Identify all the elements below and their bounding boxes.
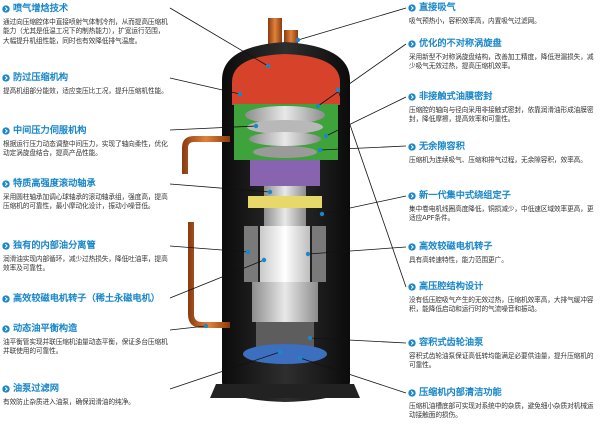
feature-desc: 采用新型不对称涡旋盘结构，改善加工精度，降低泄漏损失，减少吸气无效过热，提高压缩… — [409, 53, 594, 71]
blue-circle-arrow-icon — [2, 127, 10, 135]
feature-desc: 压缩机为连续吸气、压缩和排气过程，无余隙容积，效率高。 — [409, 156, 587, 164]
feature-title: 容积式齿轮油泵 — [419, 337, 484, 348]
feature-desc: 具有高转速特性，能力范围更广。 — [409, 256, 508, 264]
feature-title: 油泵过滤网 — [13, 383, 59, 394]
feature-desc: 压缩腔的轴向与径向采用非接触式密封，依靠润滑油形成油膜密封，降低摩擦，提高效率和… — [409, 106, 594, 124]
blue-circle-arrow-icon — [408, 192, 416, 200]
blue-circle-arrow-icon — [2, 385, 10, 393]
feature-rolling-bearing: 特质高强度滚动轴承 采用圆柱轴承加调心球轴承的滚动轴承组，强度高，提高压缩机的可… — [2, 178, 170, 212]
feature-spray-enthalpy: 喷气增焓技术 通过向压缩腔体中直接喷射气体制冷剂，从而提高压缩机能力（尤其是低温… — [2, 3, 170, 46]
feature-mid-pressure-servo: 中间压力伺服机构 根据运行压力动态调整中间压力，实现了轴向柔性，优化动定涡旋盘结… — [2, 125, 170, 159]
right-feature-column: 直接吸气 吸气预热小，容积效率高，内置吸气过滤网。 优化的不对称涡旋盘 采用新型… — [404, 0, 600, 429]
feature-oil-pump-filter: 油泵过滤网 有效防止杂质进入油泵，确保润滑油的纯净。 — [2, 383, 170, 407]
blue-circle-arrow-icon — [408, 143, 416, 151]
blue-circle-arrow-icon — [2, 74, 10, 82]
feature-desc: 润滑油实现内部循环，减少过热损失，降低吐油率，提高效率及可靠性。 — [3, 255, 168, 273]
feature-title: 中间压力伺服机构 — [13, 125, 87, 136]
feature-title: 高效较磁电机转子 — [419, 241, 493, 252]
feature-oil-balance: 动态油平衡构造 油平衡管实现并联压缩机油量动态平衡，保证多台压缩机并联使用的可靠… — [2, 323, 170, 357]
feature-desc: 容积式齿轮油泵保证高低转均能满足必要供油量，提升压缩机的可靠性。 — [409, 352, 594, 370]
compressor-illustration — [169, 7, 407, 402]
blue-circle-arrow-icon — [408, 4, 416, 12]
feature-asymmetric-scroll: 优化的不对称涡旋盘 采用新型不对称涡旋盘结构，改善加工精度，降低泄漏损失，减少吸… — [408, 38, 598, 72]
feature-efficient-rotor: 高效较磁电机转子 具有高转速特性，能力范围更广。 — [408, 241, 598, 265]
feature-internal-cleaning: 压缩机内部清洁功能 压缩机油槽底部可实现对系统中的杂质，避免细小杂质对机械运动接… — [408, 387, 598, 421]
feature-rare-earth-rotor: 高效较磁电机转子（稀土永磁电机） — [2, 293, 180, 305]
left-feature-column: 喷气增焓技术 通过向压缩腔体中直接喷射气体制冷剂，从而提高压缩机能力（尤其是低温… — [0, 0, 180, 429]
blue-circle-arrow-icon — [2, 295, 10, 303]
feature-title: 无余隙容积 — [419, 141, 465, 152]
feature-title: 防过压缩机构 — [13, 72, 69, 83]
blue-circle-arrow-icon — [408, 339, 416, 347]
blue-circle-arrow-icon — [408, 283, 416, 291]
feature-no-clearance-volume: 无余隙容积 压缩机为连续吸气、压缩和排气过程，无余隙容积，效率高。 — [408, 141, 598, 165]
feature-title: 高效较磁电机转子（稀土永磁电机） — [13, 293, 160, 304]
feature-title: 优化的不对称涡旋盘 — [419, 38, 502, 49]
feature-high-pressure-chamber: 高压腔结构设计 没有低压腔吸气产生的无效过热，压缩机效率高，大排气缓冲容积，能降… — [408, 281, 598, 315]
feature-desc: 有效防止杂质进入油泵，确保润滑油的纯净。 — [3, 398, 135, 406]
feature-title: 独有的内部油分离管 — [13, 240, 96, 251]
blue-circle-arrow-icon — [408, 93, 416, 101]
feature-oil-film-seal: 非接触式油膜密封 压缩腔的轴向与径向采用非接触式密封，依靠润滑油形成油膜密封，降… — [408, 91, 598, 125]
feature-desc: 根据运行压力动态调整中间压力，实现了轴向柔性，优化动定涡旋盘结合，提高产品性能。 — [3, 140, 168, 158]
feature-desc: 吸气预热小，容积效率高，内置吸气过滤网。 — [409, 17, 541, 25]
feature-desc: 集中卷电机线圈高度降低，铜损减少，中低速区域效率更高，更适应APF条件。 — [409, 205, 594, 223]
feature-title: 压缩机内部清洁功能 — [419, 387, 502, 398]
feature-oil-separator: 独有的内部油分离管 润滑油实现内部循环，减少过热损失，降低吐油率，提高效率及可靠… — [2, 240, 170, 274]
feature-direct-suction: 直接吸气 吸气预热小，容积效率高，内置吸气过滤网。 — [408, 2, 598, 26]
blue-circle-arrow-icon — [408, 243, 416, 251]
feature-desc: 没有低压腔吸气产生的无效过热，压缩机效率高，大排气缓冲容积，能降低启动和运行时的… — [409, 296, 594, 314]
feature-desc: 油平衡管实现并联压缩机油量动态平衡，保证多台压缩机并联使用的可靠性。 — [3, 338, 168, 356]
feature-title: 喷气增焓技术 — [13, 3, 69, 14]
blue-circle-arrow-icon — [408, 40, 416, 48]
feature-title: 特质高强度滚动轴承 — [13, 178, 96, 189]
feature-anti-overcompression: 防过压缩机构 提高机组部分能效，适应变压比工况，提升压缩机性能。 — [2, 72, 170, 96]
blue-circle-arrow-icon — [2, 242, 10, 250]
blue-circle-arrow-icon — [2, 180, 10, 188]
feature-title: 非接触式油膜密封 — [419, 91, 493, 102]
blue-circle-arrow-icon — [2, 5, 10, 13]
feature-desc: 采用圆柱轴承加调心球轴承的滚动轴承组，强度高，提高压缩机的可靠性，最小摩动化设计… — [3, 193, 168, 211]
feature-desc: 压缩机油槽底部可实现对系统中的杂质，避免细小杂质对机械运动接触面的损伤。 — [409, 402, 594, 420]
feature-concentrated-winding: 新一代集中式绕组定子 集中卷电机线圈高度降低，铜损减少，中低速区域效率更高，更适… — [408, 190, 598, 224]
blue-circle-arrow-icon — [2, 325, 10, 333]
feature-title: 动态油平衡构造 — [13, 323, 78, 334]
feature-title: 新一代集中式绕组定子 — [419, 190, 511, 201]
blue-circle-arrow-icon — [408, 389, 416, 397]
feature-desc: 提高机组部分能效，适应变压比工况，提升压缩机性能。 — [3, 87, 168, 95]
feature-title: 直接吸气 — [419, 2, 456, 13]
feature-gear-oil-pump: 容积式齿轮油泵 容积式齿轮油泵保证高低转均能满足必要供油量，提升压缩机的可靠性。 — [408, 337, 598, 371]
feature-desc: 通过向压缩腔体中直接喷射气体制冷剂，从而提高压缩机能力（尤其是低温工况下的制热能… — [3, 18, 168, 45]
feature-title: 高压腔结构设计 — [419, 281, 484, 292]
